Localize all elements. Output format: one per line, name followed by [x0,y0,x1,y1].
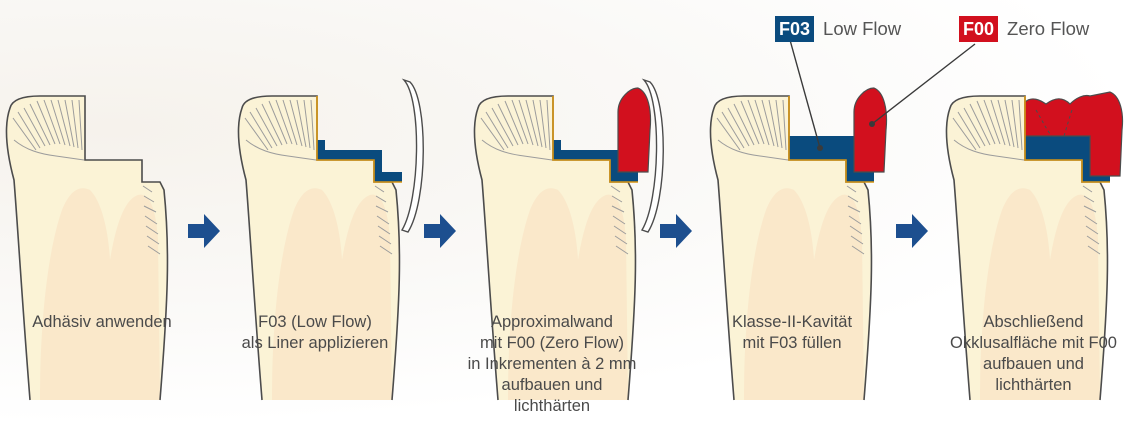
caption-step-4: Klasse-II-Kavität mit F03 füllen [682,312,902,354]
tooth-step-4 [704,88,887,410]
arrow-right-icon [896,214,928,248]
legend-code-f00: F00 [959,16,998,42]
tooth-step-2 [232,80,423,410]
caption-step-1: Adhäsiv anwenden [0,312,212,333]
arrow-right-icon [660,214,692,248]
caption-step-5: Abschließend Okklusalfläche mit F00 aufb… [920,312,1147,396]
legend-label-zero-flow: Zero Flow [1007,18,1089,40]
arrow-right-icon [424,214,456,248]
legend-label-low-flow: Low Flow [823,18,901,40]
matrix-band [402,80,423,232]
approximal-wall-f00 [618,88,651,172]
legend-code-f03: F03 [775,16,814,42]
legend-low-flow: F03 Low Flow [775,14,901,44]
leader-line-f03 [790,40,820,148]
caption-step-2: F03 (Low Flow) als Liner applizieren [205,312,425,354]
caption-step-3: Approximalwand mit F00 (Zero Flow) in In… [442,312,662,417]
tooth-step-1 [0,88,180,410]
legend-zero-flow: F00 Zero Flow [959,14,1089,44]
arrow-right-icon [188,214,220,248]
